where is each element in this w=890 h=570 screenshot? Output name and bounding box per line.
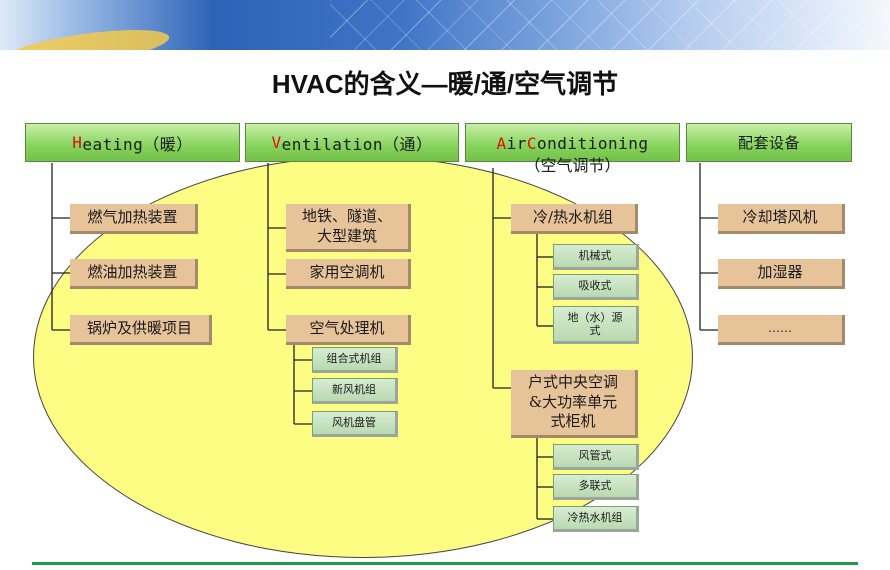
ahu-type: 组合式机组 <box>312 347 398 373</box>
header-ac-subtitle: （空气调节） <box>524 156 621 175</box>
equipment-item: 冷却塔风机 <box>718 204 845 234</box>
equipment-item: …… <box>718 315 845 345</box>
heating-item: 燃气加热装置 <box>70 204 198 234</box>
header-ac-label-part2: onditioning <box>537 134 649 153</box>
header-ac-label-part1: ir <box>506 134 527 153</box>
ahu-type: 风机盘管 <box>312 411 398 437</box>
ahu-type: 新风机组 <box>312 378 398 404</box>
heating-item: 燃油加热装置 <box>70 259 198 289</box>
banner-swoosh <box>0 22 172 50</box>
chiller-type: 机械式 <box>553 244 639 270</box>
ventilation-item: 空气处理机 <box>286 315 411 345</box>
heating-item: 锅炉及供暖项目 <box>70 315 212 345</box>
header-ventilation-label: entilation（通） <box>281 134 433 154</box>
header-ac-initial2: C <box>526 134 538 153</box>
header-heating-initial: H <box>72 133 83 152</box>
unitary-type: 多联式 <box>553 474 639 500</box>
page-title: HVAC的含义—暖/通/空气调节 <box>271 69 619 99</box>
equipment-item: 加湿器 <box>718 259 845 289</box>
banner-pattern <box>330 0 890 50</box>
chiller-type: 吸收式 <box>553 274 639 300</box>
header-equipment: 配套设备 <box>686 123 852 162</box>
chiller-type: 地（水）源式 <box>553 306 639 344</box>
unitary-type: 冷热水机组 <box>553 506 639 532</box>
unitary-type: 风管式 <box>553 444 639 470</box>
ac-item: 户式中央空调&大功率单元式柜机 <box>511 370 638 438</box>
header-heating-label: eating（暖） <box>82 134 193 154</box>
ventilation-item: 家用空调机 <box>286 259 411 289</box>
ventilation-item: 地铁、隧道、大型建筑 <box>286 204 411 252</box>
header-banner <box>0 0 890 50</box>
ac-item: 冷/热水机组 <box>511 204 638 234</box>
header-ventilation-initial: V <box>271 133 282 152</box>
header-ac-initial: A <box>496 134 507 153</box>
footer-divider <box>32 562 858 565</box>
header-equipment-label: 配套设备 <box>737 134 800 152</box>
